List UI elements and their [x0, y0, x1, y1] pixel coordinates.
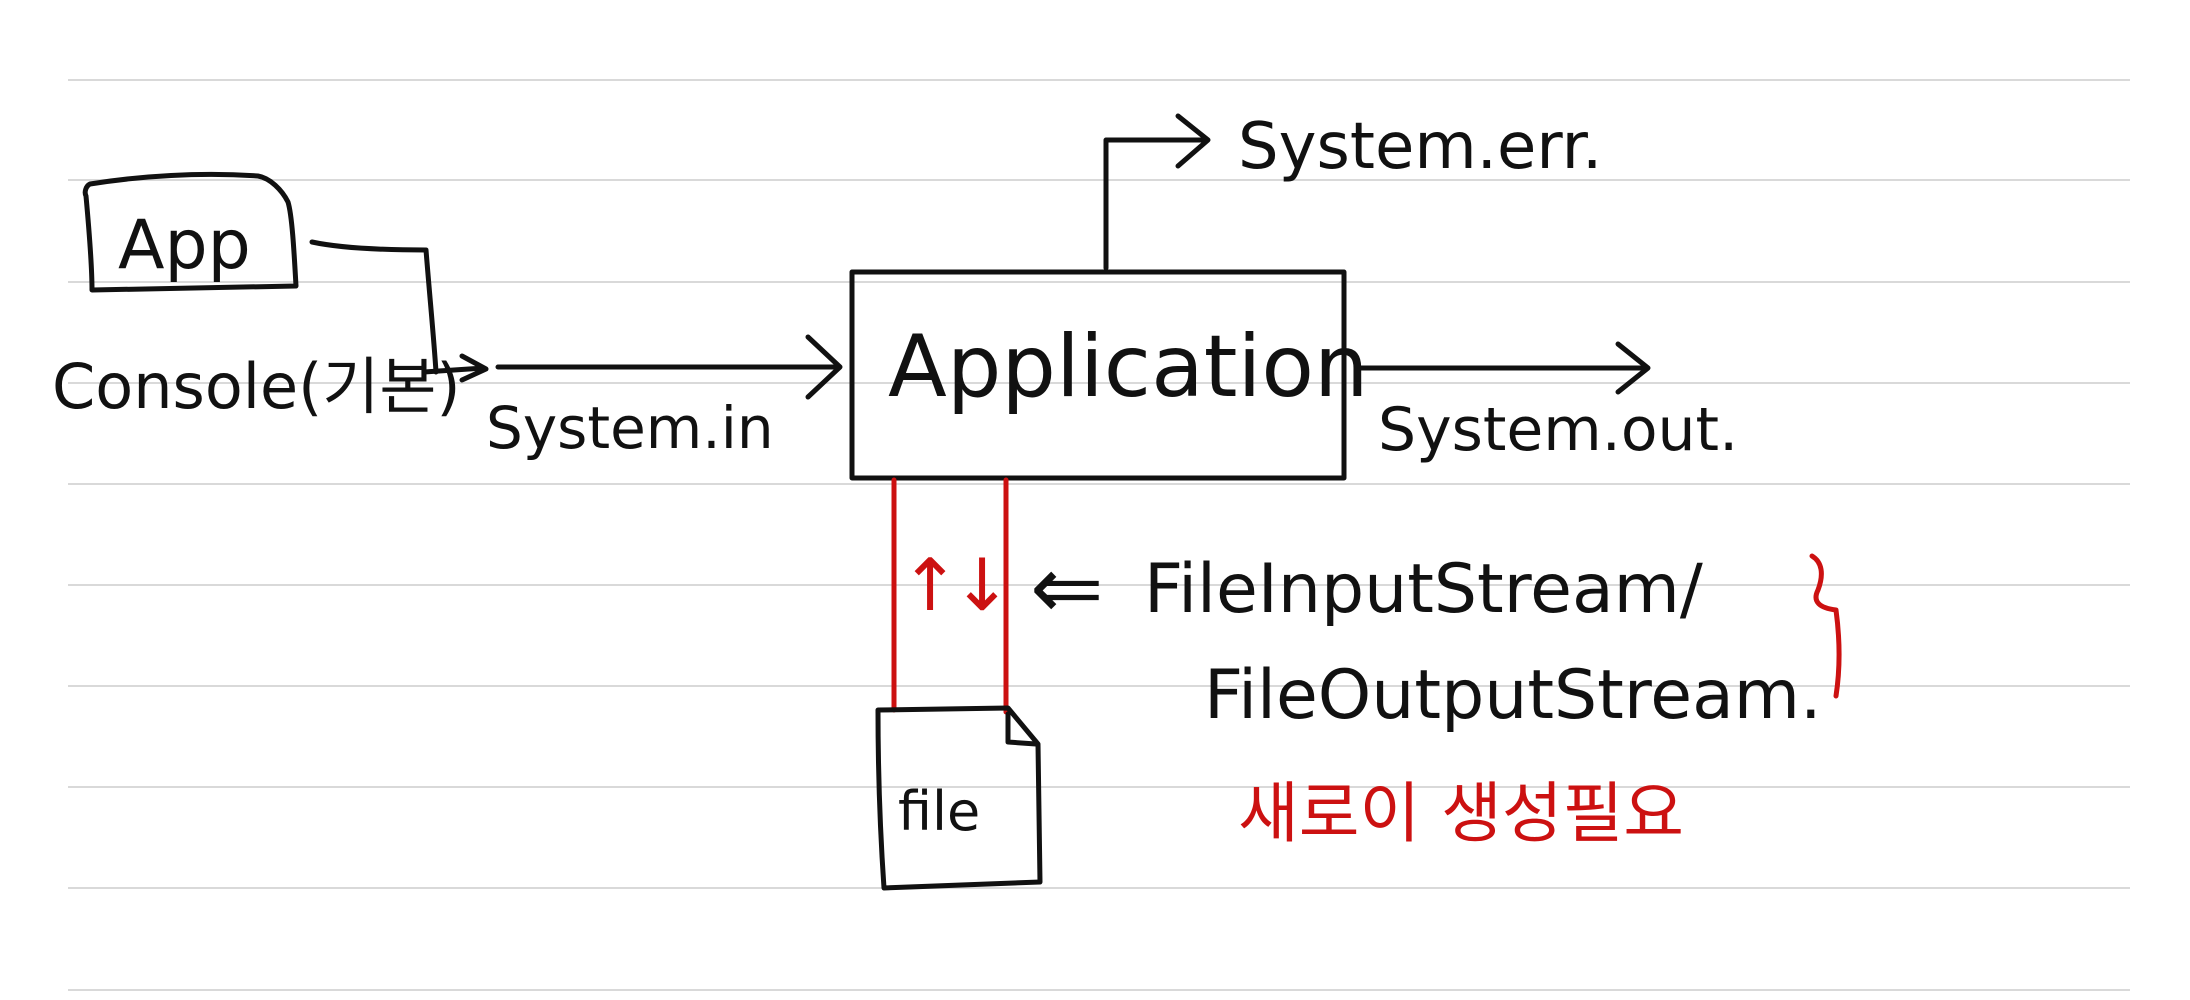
- system-out-arrow: [1357, 341, 1651, 395]
- file-label: file: [898, 780, 980, 843]
- system-err-arrow: [1103, 113, 1211, 271]
- system-in-arrow: [495, 334, 843, 400]
- application-box-label: Application: [888, 317, 1369, 417]
- app-connector-arrow: [421, 353, 489, 383]
- app-connector-line: [309, 239, 439, 375]
- system-in-label: System.in: [486, 394, 774, 462]
- console-label: Console(기본): [52, 350, 461, 423]
- file-output-stream-label: FileOutputStream.: [1204, 656, 1822, 735]
- system-err-label: System.err.: [1238, 110, 1602, 184]
- app-box: [82, 171, 299, 293]
- notebook-ruled-lines: [68, 79, 2130, 991]
- system-out-label: System.out.: [1378, 395, 1738, 465]
- up-arrow-icon: ↑: [900, 543, 960, 627]
- application-box: [849, 269, 1347, 481]
- file-document-corner: [1005, 711, 1039, 747]
- file-input-stream-label: FileInputStream/: [1144, 550, 1703, 629]
- red-note-label: 새로이 생성필요: [1238, 775, 1684, 852]
- double-left-arrow-icon: ⇐: [1030, 536, 1104, 639]
- red-curly-brace: [1809, 553, 1842, 699]
- app-box-label: App: [118, 206, 251, 285]
- file-document: [875, 705, 1043, 891]
- down-arrow-icon: ↓: [952, 543, 1012, 627]
